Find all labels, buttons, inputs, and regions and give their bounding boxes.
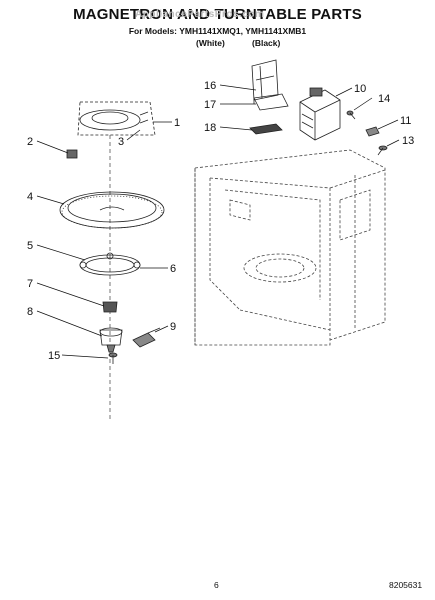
model-numbers: For Models: YMH1141XMQ1, YMH1141XMB1 — [128, 26, 307, 36]
callout-6: 6 — [170, 263, 176, 275]
callout-4: 4 — [27, 191, 33, 203]
callout-2: 2 — [27, 136, 33, 148]
variant-black: (Black) — [252, 38, 281, 48]
callout-15: 15 — [48, 350, 60, 362]
part-10-magnetron — [299, 87, 341, 141]
part-2-clip — [66, 149, 78, 159]
part-16-bracket — [251, 59, 279, 101]
cavity-frame — [194, 149, 386, 346]
document-number: 8205631 — [389, 580, 423, 590]
part-17-mount — [253, 93, 289, 111]
callout-11: 11 — [400, 115, 411, 127]
callout-7: 7 — [27, 278, 33, 290]
page-number: 6 — [214, 580, 219, 590]
callout-8: 8 — [27, 306, 33, 318]
part-7-coupler — [102, 301, 118, 313]
leader-lines — [36, 84, 400, 359]
part-11-thermal-cutout — [365, 126, 380, 137]
part-14-screw — [346, 110, 356, 120]
part-5-roller-ring — [79, 252, 141, 276]
variant-white: (White) — [196, 38, 225, 48]
callout-14: 14 — [378, 93, 390, 105]
part-8-turntable-motor — [99, 327, 123, 353]
callout-10: 10 — [354, 83, 366, 95]
callout-1: 1 — [174, 117, 180, 129]
part-18-shield — [249, 123, 283, 135]
callout-13: 13 — [402, 135, 414, 147]
callout-17: 17 — [204, 99, 216, 111]
part-13-screw — [377, 145, 388, 156]
part-4-glass-tray — [59, 191, 165, 229]
callout-18: 18 — [204, 122, 216, 134]
page-title: MAGNETRON AND TURNTABLE PARTS — [73, 6, 362, 23]
callout-5: 5 — [27, 240, 33, 252]
callout-3: 3 — [118, 136, 124, 148]
callout-9: 9 — [170, 321, 176, 333]
part-15-screw — [108, 352, 118, 364]
part-1-drive-coupler — [77, 101, 156, 136]
part-9-wire-connector — [132, 327, 161, 348]
watermark: AppliancePartsPros.com — [135, 9, 265, 20]
callout-16: 16 — [204, 80, 216, 92]
